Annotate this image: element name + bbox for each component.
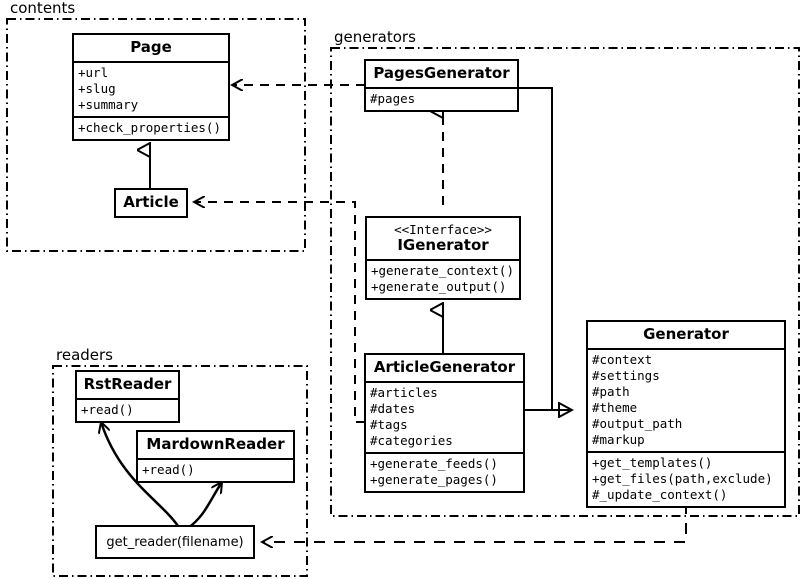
class-methods-generator: +get_templates() +get_files(path,exclude…	[588, 451, 784, 506]
class-box-generator[interactable]: Generator #context #settings #path #them…	[586, 320, 786, 508]
attribute: #settings	[592, 368, 660, 383]
class-stereotype-igenerator: <<Interface>>	[394, 222, 492, 237]
relation-pagesgenerator-to-generator	[519, 87, 572, 410]
class-attributes-page: +url +slug +summary	[74, 61, 228, 116]
attribute: #articles	[370, 385, 438, 400]
method: +generate_context()	[371, 263, 514, 278]
relation-get-reader-to-mardownreader	[187, 482, 222, 530]
method: +read()	[142, 462, 195, 477]
class-methods-mardown-reader: +read()	[138, 458, 293, 481]
attribute: #tags	[370, 417, 408, 432]
class-name-pages-generator: PagesGenerator	[373, 64, 510, 82]
attribute: +slug	[78, 81, 116, 96]
method: +generate_feeds()	[370, 456, 498, 471]
class-box-article[interactable]: Article	[114, 188, 188, 218]
attribute: #path	[592, 384, 630, 399]
attribute: #categories	[370, 433, 453, 448]
attribute: +url	[78, 65, 109, 80]
attribute: #output_path	[592, 416, 683, 431]
class-methods-rst-reader: +read()	[77, 398, 178, 421]
class-box-pages-generator[interactable]: PagesGenerator #pages	[364, 59, 519, 112]
method: +get_templates()	[592, 455, 713, 470]
class-name-igenerator: <<Interface>> IGenerator	[367, 218, 519, 259]
class-box-article-generator[interactable]: ArticleGenerator #articles #dates #tags …	[364, 353, 525, 493]
relation-generator-to-get-reader	[262, 503, 687, 542]
package-label-contents: contents	[8, 0, 78, 17]
class-attributes-generator: #context #settings #path #theme #output_…	[588, 348, 784, 451]
method: +generate_pages()	[370, 472, 498, 487]
class-name-generator: Generator	[643, 325, 729, 343]
attribute: #theme	[592, 400, 638, 415]
method: +generate_output()	[371, 279, 507, 294]
class-attributes-article-generator: #articles #dates #tags #categories	[366, 381, 523, 452]
relation-articlegenerator-to-article	[194, 202, 365, 423]
class-box-mardown-reader[interactable]: MardownReader +read()	[136, 430, 295, 483]
method: +check_properties()	[78, 120, 221, 135]
method: +read()	[81, 402, 134, 417]
class-methods-igenerator: +generate_context() +generate_output()	[367, 259, 519, 298]
package-label-readers: readers	[54, 346, 115, 364]
class-name-text-igenerator: IGenerator	[397, 236, 489, 254]
class-name-article: Article	[123, 193, 179, 211]
class-attributes-pages-generator: #pages	[366, 87, 517, 110]
class-name-page: Page	[130, 38, 172, 56]
class-name-article-generator: ArticleGenerator	[373, 358, 516, 376]
class-box-page[interactable]: Page +url +slug +summary +check_properti…	[72, 33, 230, 141]
attribute: #context	[592, 352, 653, 367]
attribute: #dates	[370, 401, 416, 416]
class-methods-page: +check_properties()	[74, 116, 228, 139]
class-methods-article-generator: +generate_feeds() +generate_pages()	[366, 452, 523, 491]
attribute: #markup	[592, 432, 645, 447]
package-label-generators: generators	[332, 28, 418, 46]
class-box-igenerator[interactable]: <<Interface>> IGenerator +generate_conte…	[365, 216, 521, 300]
method: +get_files(path,exclude)	[592, 471, 773, 486]
function-box-get-reader[interactable]: get_reader(filename)	[95, 525, 255, 559]
attribute: +summary	[78, 97, 139, 112]
class-name-mardown-reader: MardownReader	[146, 435, 285, 453]
attribute: #pages	[370, 91, 416, 106]
method: #_update_context()	[592, 487, 728, 502]
class-name-rst-reader: RstReader	[83, 375, 172, 393]
class-box-rst-reader[interactable]: RstReader +read()	[75, 370, 180, 423]
